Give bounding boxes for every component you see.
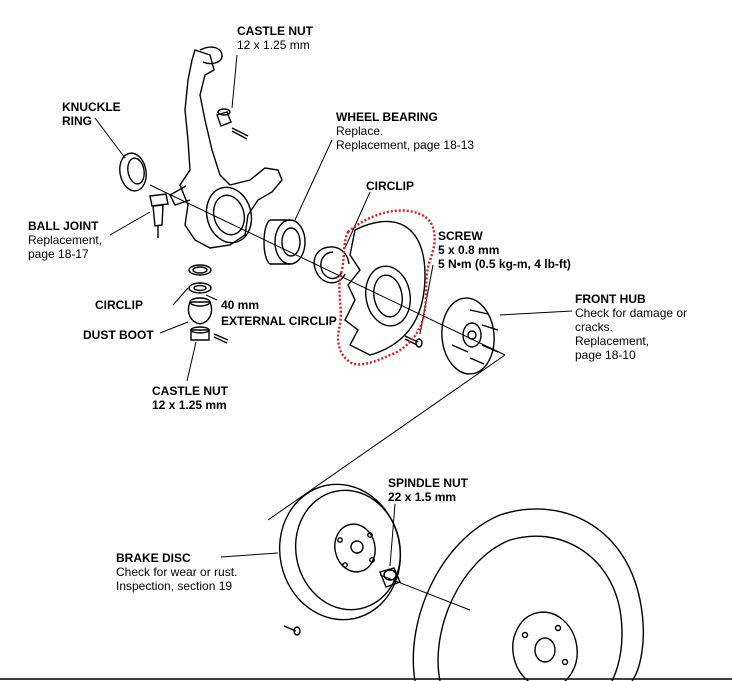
- dim-40mm-title: 40 mm: [221, 298, 260, 312]
- knuckle-ring-part: [119, 152, 147, 192]
- front-hub-note-2: cracks.: [575, 320, 614, 334]
- label-spindle-nut: SPINDLE NUT 22 x 1.5 mm: [388, 476, 468, 504]
- splash-shield-part: [344, 220, 426, 356]
- wheel-bearing-note-1: Replace.: [336, 124, 384, 138]
- label-castle-nut-top: CASTLE NUT 12 x 1.25 mm: [237, 24, 313, 52]
- label-circlip-left: CIRCLIP: [95, 298, 143, 312]
- leader-lines: [94, 54, 573, 567]
- castle-nut-bottom-title: CASTLE NUT: [152, 384, 228, 398]
- ball-joint-note-1: Replacement,: [28, 233, 103, 247]
- front-hub-note-4: page 18-10: [575, 348, 636, 362]
- screw-torque: 5 N•m (0.5 kg-m, 4 lb-ft): [438, 257, 571, 271]
- label-40mm: 40 mm: [221, 298, 259, 312]
- spindle-nut-title: SPINDLE NUT: [388, 476, 469, 490]
- ball-joint-part: [149, 193, 169, 238]
- wheel-bearing-note-2: Replacement, page 18-13: [336, 138, 475, 152]
- brake-disc-note-2: Inspection, section 19: [116, 579, 233, 593]
- spindle-nut-size: 22 x 1.5 mm: [388, 490, 457, 504]
- label-wheel-bearing: WHEEL BEARING Replace. Replacement, page…: [336, 110, 474, 152]
- castle-nut-top-title: CASTLE NUT: [237, 24, 313, 38]
- screw-size: 5 x 0.8 mm: [438, 243, 500, 257]
- steering-knuckle: [169, 46, 283, 249]
- label-screw: SCREW 5 x 0.8 mm 5 N•m (0.5 kg-m, 4 lb-f…: [438, 229, 571, 271]
- wheel-tire-part: [412, 508, 645, 681]
- brake-disc-title: BRAKE DISC: [116, 551, 191, 565]
- castle-nut-bottom-size: 12 x 1.25 mm: [152, 398, 227, 412]
- castle-nut-top-size: 12 x 1.25 mm: [237, 38, 310, 52]
- wheel-bearing-part: [263, 219, 306, 265]
- front-hub-note-3: Replacement,: [575, 334, 650, 348]
- circlip-40mm-part: [188, 282, 212, 294]
- label-knuckle-ring: KNUCKLE RING: [62, 100, 121, 128]
- external-circlip-title: EXTERNAL CIRCLIP: [221, 314, 337, 328]
- label-circlip-top: CIRCLIP: [366, 179, 414, 193]
- screw-title: SCREW: [438, 229, 483, 243]
- brake-disc-note-1: Check for wear or rust.: [116, 565, 238, 579]
- front-hub-title: FRONT HUB: [575, 292, 646, 306]
- label-front-hub: FRONT HUB Check for damage or cracks. Re…: [575, 292, 687, 362]
- dust-boot-title: DUST BOOT: [83, 328, 154, 342]
- circlip-top-title: CIRCLIP: [366, 179, 414, 193]
- disc-screw-part: [283, 625, 301, 636]
- circlip-top-part: [313, 246, 350, 284]
- knuckle-ring-title-1: KNUCKLE: [62, 100, 121, 114]
- label-dust-boot: DUST BOOT: [83, 328, 154, 342]
- brake-disc-part: [278, 483, 402, 621]
- circlip-left-part: [188, 264, 212, 276]
- ball-joint-note-2: page 18-17: [28, 247, 89, 261]
- assembly-axis-lower: [379, 574, 471, 611]
- spindle-nut-part: [379, 567, 401, 588]
- label-external-circlip: EXTERNAL CIRCLIP: [221, 314, 337, 328]
- circlip-left-title: CIRCLIP: [95, 298, 143, 312]
- castle-nut-top-part: [216, 108, 249, 140]
- label-ball-joint: BALL JOINT Replacement, page 18-17: [28, 219, 102, 261]
- label-brake-disc: BRAKE DISC Check for wear or rust. Inspe…: [116, 551, 237, 593]
- front-hub-part: [441, 297, 499, 375]
- castle-nut-bottom-part: [190, 326, 229, 344]
- red-highlight-circle: [336, 209, 436, 366]
- assembly-axis-upper: [149, 184, 506, 356]
- wheel-bearing-title: WHEEL BEARING: [336, 110, 438, 124]
- dust-boot-part: [187, 297, 213, 325]
- knuckle-ring-title-2: RING: [62, 114, 92, 128]
- label-castle-nut-bottom: CASTLE NUT 12 x 1.25 mm: [152, 384, 228, 412]
- ball-joint-title: BALL JOINT: [28, 219, 99, 233]
- front-hub-note-1: Check for damage or: [575, 306, 688, 320]
